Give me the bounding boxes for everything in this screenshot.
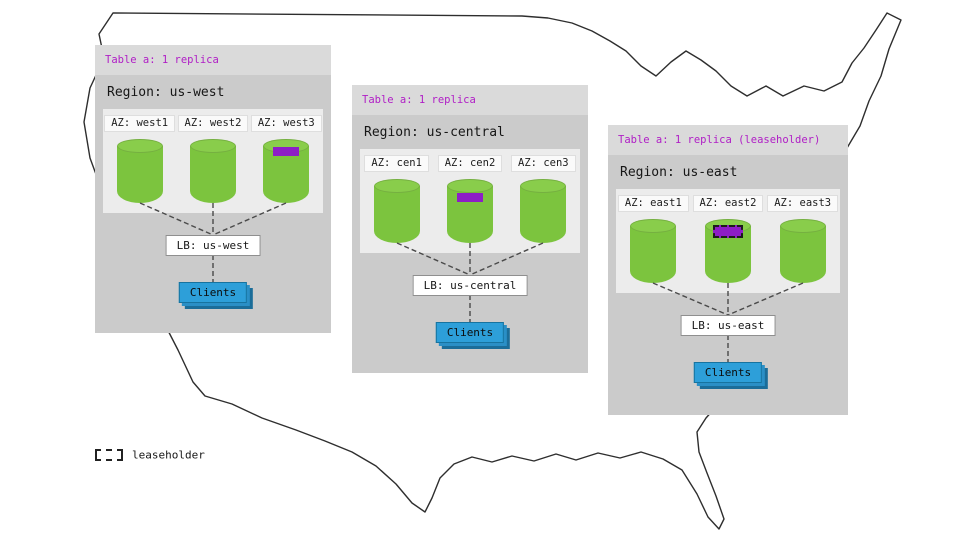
table-replica-label: Table a: 1 replica (95, 45, 331, 75)
replica-cylinder (189, 139, 236, 203)
replica-range-chip (273, 147, 300, 156)
az-column: AZ: west2 (176, 109, 249, 213)
replica-cylinder (705, 219, 751, 283)
region-panel-us-central: Table a: 1 replica Region: us-central AZ… (352, 85, 588, 373)
az-label: AZ: cen1 (364, 155, 429, 172)
az-label: AZ: east3 (767, 195, 839, 212)
az-label: AZ: cen2 (437, 155, 503, 172)
az-label: AZ: east1 (617, 195, 689, 212)
legend-label: leaseholder (132, 448, 205, 462)
leaseholder-swatch-icon (95, 449, 123, 461)
az-container: AZ: cen1 AZ: cen2 AZ: cen3 (360, 149, 580, 253)
az-label: AZ: west3 (250, 115, 322, 132)
table-replica-label: Table a: 1 replica (352, 85, 588, 115)
table-replica-leaseholder-label: Table a: 1 replica (leaseholder) (608, 125, 848, 155)
replica-cylinder (373, 179, 420, 243)
replica-cylinder (779, 219, 826, 283)
cylinder-body (630, 226, 677, 283)
cylinder-top (520, 179, 567, 193)
az-label: AZ: east2 (692, 195, 764, 212)
region-label: Region: us-west (107, 85, 225, 100)
region-panel-us-west: Table a: 1 replica Region: us-west AZ: w… (95, 45, 331, 333)
region-panel-us-east: Table a: 1 replica (leaseholder) Region:… (608, 125, 848, 415)
az-column: AZ: cen2 (433, 149, 506, 253)
load-balancer: LB: us-central (412, 275, 528, 296)
replica-range-chip (456, 193, 483, 202)
az-column: AZ: west1 (103, 109, 176, 213)
az-column: AZ: east1 (616, 189, 691, 293)
cylinder-top (446, 179, 493, 193)
cylinder-body (373, 186, 420, 243)
replica-cylinder (520, 179, 567, 243)
replica-cylinder (630, 219, 677, 283)
cylinder-top (779, 219, 826, 233)
leaseholder-range-chip (713, 225, 743, 238)
replica-cylinder (263, 139, 310, 203)
cylinder-body (779, 226, 826, 283)
az-container: AZ: east1 AZ: east2 AZ: east3 (616, 189, 840, 293)
load-balancer: LB: us-east (680, 315, 776, 336)
load-balancer: LB: us-west (165, 235, 261, 256)
az-column: AZ: east3 (765, 189, 840, 293)
us-map-outline-path (83, 12, 902, 530)
region-label: Region: us-east (620, 165, 738, 180)
clients-box: Clients (178, 282, 248, 303)
cylinder-top (116, 139, 163, 153)
cylinder-top (189, 139, 236, 153)
cylinder-top (630, 219, 677, 233)
az-label: AZ: west1 (104, 115, 176, 132)
az-label: AZ: west2 (177, 115, 249, 132)
replica-cylinder (116, 139, 163, 203)
clients-box: Clients (693, 362, 763, 383)
az-column: AZ: cen1 (360, 149, 433, 253)
az-label: AZ: cen3 (511, 155, 576, 172)
cylinder-body (189, 146, 236, 203)
cylinder-top (373, 179, 420, 193)
az-column: AZ: west3 (250, 109, 323, 213)
replica-cylinder (446, 179, 493, 243)
legend: leaseholder (95, 448, 205, 462)
clients-box: Clients (435, 322, 505, 343)
region-label: Region: us-central (364, 125, 505, 140)
cylinder-body (116, 146, 163, 203)
az-column: AZ: east2 (691, 189, 766, 293)
cylinder-body (520, 186, 567, 243)
az-column: AZ: cen3 (507, 149, 580, 253)
az-container: AZ: west1 AZ: west2 AZ: west3 (103, 109, 323, 213)
